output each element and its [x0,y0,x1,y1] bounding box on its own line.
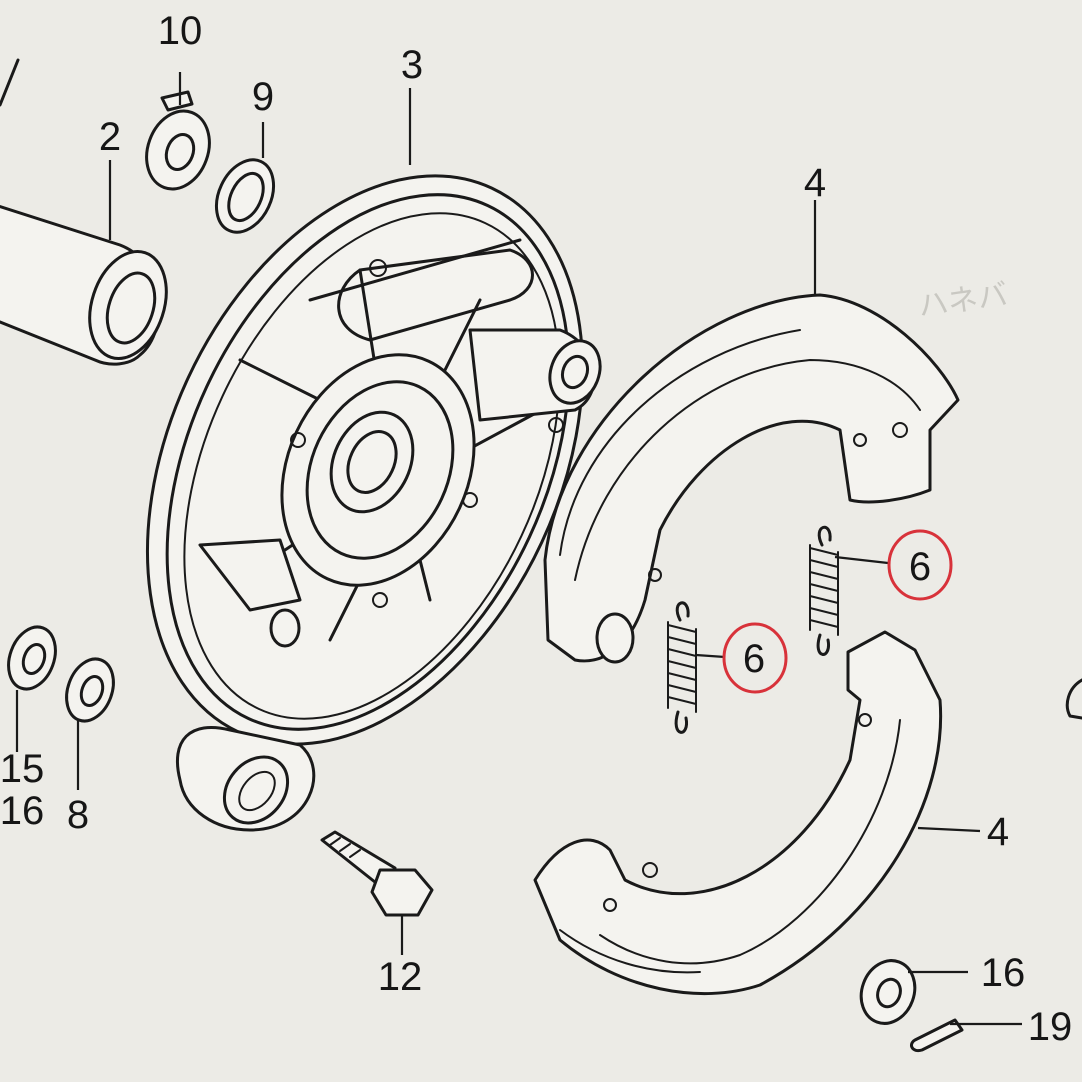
callout-3: 3 [401,43,423,87]
corner-line [0,58,20,107]
callout-numbers: 10 9 3 2 4 6 6 15 16 8 12 4 16 19 [0,9,1072,1049]
callout-16-right: 16 [981,951,1026,995]
collar-part-2 [0,205,168,366]
callout-6-left: 6 [743,637,765,681]
brake-shoe-part-4-lower [533,630,943,996]
seal-part-9 [214,158,276,234]
washer-part-15 [7,625,57,691]
callout-19: 19 [1028,1005,1073,1049]
highlight-circle-6-right [887,529,953,601]
callout-16-left: 16 [0,789,44,833]
callout-15: 15 [0,747,44,791]
return-spring-part-6-left [667,601,697,734]
brake-shoe-part-4-upper [543,293,960,664]
callout-4-bottom: 4 [987,810,1009,854]
callout-6-right: 6 [909,545,931,589]
brake-panel-part-3 [145,174,602,832]
callout-4-top: 4 [804,161,826,205]
return-spring-part-6-right [809,526,839,656]
bleed-through-text: ハネバ [916,277,1010,324]
edge-part [1065,678,1082,720]
washer-part-8 [65,657,115,723]
washer-part-16-right [859,959,917,1025]
callout-12: 12 [378,955,423,999]
lock-washer-part-10 [145,90,211,191]
callout-10: 10 [158,9,203,53]
highlight-circle-6-left [722,622,788,694]
callout-8: 8 [67,793,89,837]
leader-lines [15,72,1022,1026]
pin-bolt-part-12 [320,830,434,917]
callout-9: 9 [252,75,274,119]
cotter-pin-part-19 [910,1018,964,1053]
callout-2: 2 [99,115,121,159]
